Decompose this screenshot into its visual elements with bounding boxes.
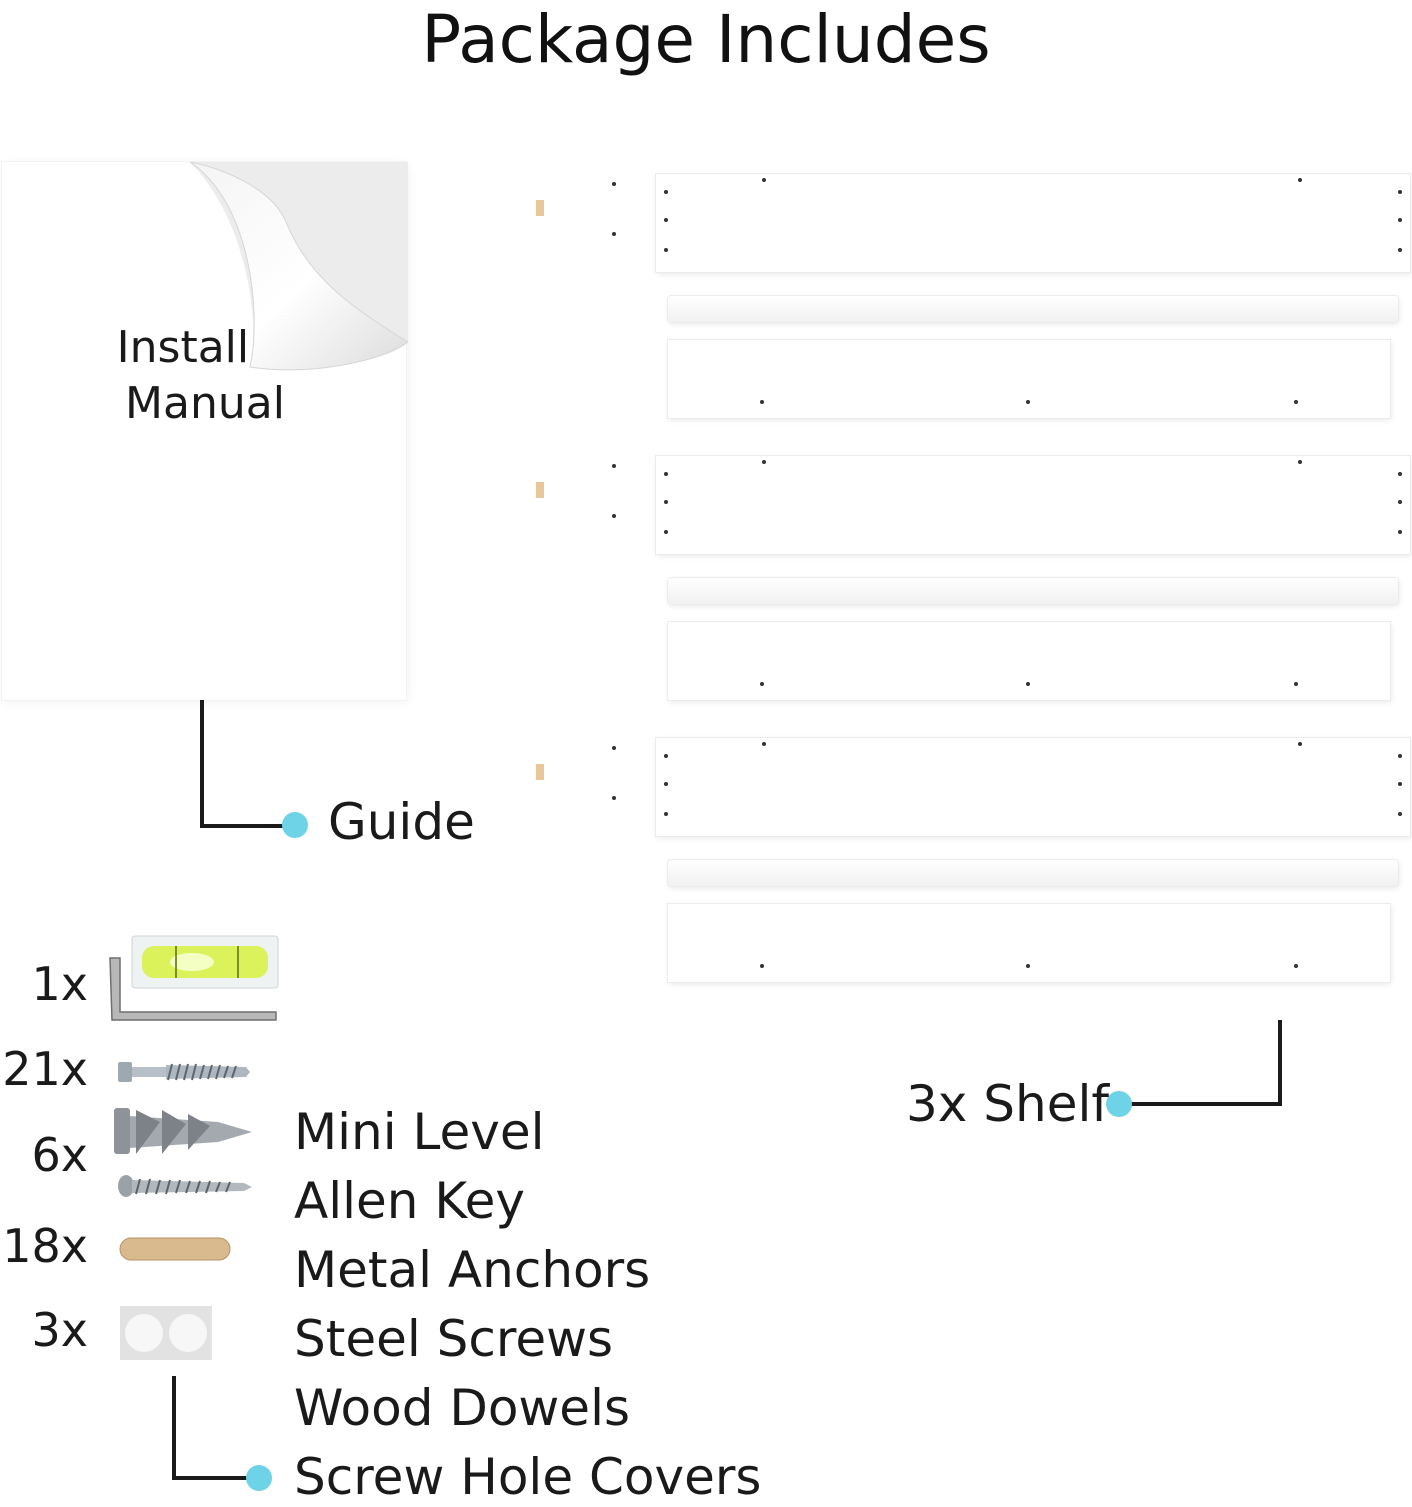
screw-hole bbox=[1398, 248, 1402, 252]
screw-hole bbox=[612, 514, 616, 518]
shelf-ledge-3 bbox=[668, 860, 1398, 886]
hardware-illustrations bbox=[109, 935, 279, 1360]
screw-hole bbox=[760, 400, 764, 404]
covers-callout-dot bbox=[246, 1465, 272, 1491]
shelf-ledge-1 bbox=[668, 296, 1398, 322]
screw-hole bbox=[1398, 218, 1402, 222]
screw-hole bbox=[760, 964, 764, 968]
screw-hole bbox=[664, 472, 668, 476]
screw-hole bbox=[760, 682, 764, 686]
qty-anchors: 6x bbox=[31, 1128, 89, 1182]
screw-hole bbox=[664, 754, 668, 758]
page-title: Package Includes bbox=[421, 1, 991, 78]
screw-hole bbox=[762, 178, 766, 182]
screw-hole bbox=[1026, 400, 1030, 404]
screw-hole bbox=[1298, 742, 1302, 746]
hardware-name-screw-hole-covers: Screw Hole Covers bbox=[294, 1448, 762, 1506]
dowel-slot bbox=[536, 200, 544, 216]
hardware-name-metal-anchors: Metal Anchors bbox=[294, 1241, 651, 1299]
wood-dowel-icon bbox=[119, 1237, 231, 1261]
screw-hole bbox=[1398, 190, 1402, 194]
qty-screws: 21x bbox=[2, 1042, 88, 1096]
screw-hole bbox=[1398, 472, 1402, 476]
hardware-name-allen-key: Allen Key bbox=[294, 1172, 525, 1230]
screw-hole bbox=[664, 812, 668, 816]
dowel-slot bbox=[536, 764, 544, 780]
shelf-board-top-3 bbox=[656, 738, 1410, 836]
screw-hole bbox=[664, 530, 668, 534]
screw-icon bbox=[118, 1062, 250, 1082]
screw-hole bbox=[1298, 178, 1302, 182]
screw-hole bbox=[664, 190, 668, 194]
screw-hole bbox=[612, 746, 616, 750]
screw-hole bbox=[1398, 754, 1402, 758]
qty-level-key: 1x bbox=[31, 957, 89, 1011]
screw-hole bbox=[1398, 500, 1402, 504]
guide-callout-dot bbox=[282, 812, 308, 838]
screw-hole bbox=[1294, 964, 1298, 968]
page-curl-icon bbox=[190, 162, 408, 371]
hardware-name-wood-dowels: Wood Dowels bbox=[294, 1379, 631, 1437]
screw-hole bbox=[664, 248, 668, 252]
screw-hole bbox=[1026, 964, 1030, 968]
screw-hole bbox=[1398, 782, 1402, 786]
shelf-callout-dot bbox=[1106, 1091, 1132, 1117]
manual-text-line2: Manual bbox=[125, 378, 285, 429]
shelf-ledge-2 bbox=[668, 578, 1398, 604]
shelf-connector-horizontal bbox=[1130, 1102, 1282, 1106]
screw-hole bbox=[1298, 460, 1302, 464]
guide-connector-horizontal bbox=[200, 824, 292, 828]
screw-hole bbox=[762, 742, 766, 746]
screw-hole bbox=[1398, 530, 1402, 534]
screw-hole bbox=[1398, 812, 1402, 816]
shelf-board-bottom-2 bbox=[668, 622, 1390, 700]
shelf-board-bottom-3 bbox=[668, 904, 1390, 982]
shelf-board-top-2 bbox=[656, 456, 1410, 554]
shelf-board-top-1 bbox=[656, 174, 1410, 272]
hardware-name-mini-level: Mini Level bbox=[294, 1103, 545, 1161]
screw-hole bbox=[664, 218, 668, 222]
screw-hole bbox=[612, 182, 616, 186]
metal-anchor-icon bbox=[114, 1108, 252, 1154]
qty-dowels: 18x bbox=[2, 1219, 88, 1273]
screw-hole bbox=[612, 464, 616, 468]
mini-level-icon bbox=[131, 935, 279, 989]
screw-hole bbox=[1294, 400, 1298, 404]
hardware-name-steel-screws: Steel Screws bbox=[294, 1310, 614, 1368]
steel-screw-icon bbox=[118, 1175, 252, 1197]
hole-cover-icon bbox=[120, 1306, 212, 1360]
screw-hole bbox=[1026, 682, 1030, 686]
shelf-label: 3x Shelf bbox=[906, 1075, 1109, 1133]
covers-connector-vertical bbox=[172, 1376, 176, 1480]
shelf-connector-vertical bbox=[1278, 1020, 1282, 1106]
guide-connector-vertical bbox=[200, 700, 204, 828]
dowel-slot bbox=[536, 482, 544, 498]
qty-covers: 3x bbox=[31, 1303, 89, 1357]
screw-hole bbox=[762, 460, 766, 464]
screw-hole bbox=[612, 232, 616, 236]
shelf-board-bottom-1 bbox=[668, 340, 1390, 418]
covers-connector-horizontal bbox=[172, 1476, 258, 1480]
allen-key-icon bbox=[109, 957, 277, 1021]
screw-hole bbox=[1294, 682, 1298, 686]
screw-hole bbox=[664, 782, 668, 786]
screw-hole bbox=[612, 796, 616, 800]
screw-hole bbox=[664, 500, 668, 504]
guide-label: Guide bbox=[328, 793, 475, 851]
